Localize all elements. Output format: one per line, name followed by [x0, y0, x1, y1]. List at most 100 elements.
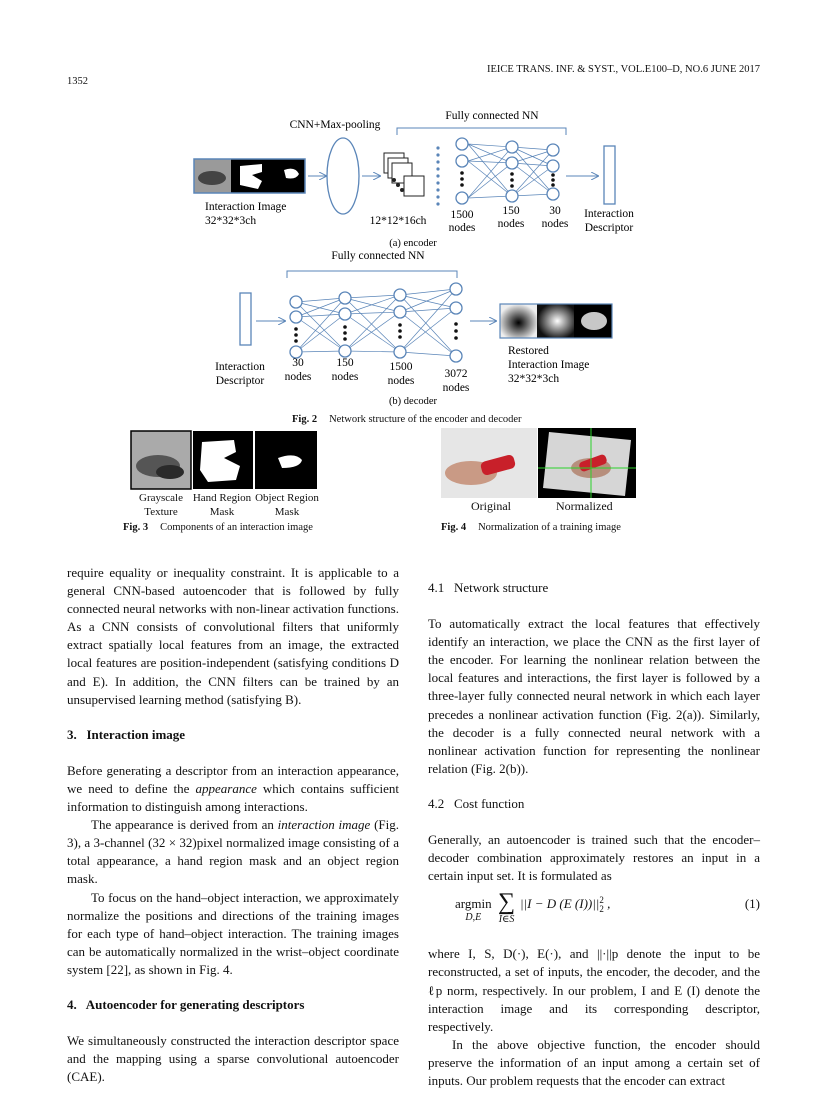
eq-sum-sub: I∈S	[498, 914, 515, 926]
fig4-caption: Fig. 4 Normalization of a training image	[441, 522, 621, 533]
eq-sup: 2	[599, 895, 604, 906]
left-para-2: Before generating a descriptor from an i…	[67, 762, 399, 816]
enc-layer3-unit: nodes	[542, 218, 569, 230]
encoder-fc-bracket	[396, 127, 567, 135]
enc-output-label-1: Interaction	[584, 208, 634, 220]
dec-output-label-2: Interaction Image	[508, 359, 589, 371]
left-para-3a: The appearance is derived from an	[91, 817, 278, 833]
fig2-caption-text: Network structure of the encoder and dec…	[329, 414, 522, 425]
fig3-label-grayscale: Grayscale Texture	[129, 491, 193, 519]
encoder-sublabel: (a) encoder	[389, 238, 437, 249]
subsection-4-2-heading: 4.2 Cost function	[428, 795, 525, 811]
fig4-label-original: Original	[471, 499, 511, 513]
encoder-input-label: Interaction Image	[205, 201, 286, 213]
dec-layer1-count: 30	[292, 357, 304, 369]
encoder-output-descriptor	[603, 145, 616, 205]
fig3-label-hand-2: Mask	[209, 506, 235, 518]
fig3-label-hand: Hand Region Mask	[189, 491, 255, 519]
fig4-caption-text: Normalization of a training image	[478, 522, 621, 533]
eq-sum: ∑ I∈S	[498, 889, 516, 926]
eq-argmin-text: argmin	[455, 896, 492, 912]
left-para-2b: which contains sufficient information to…	[67, 780, 399, 815]
enc-output-label-2: Descriptor	[585, 222, 634, 234]
right-para-3: where I, S, D(·), E(·), and ||·||p denot…	[428, 946, 760, 1034]
dec-input-label-1: Interaction	[215, 361, 265, 373]
decoder-nodes	[289, 282, 463, 363]
enc-layer1-unit: nodes	[449, 222, 476, 234]
restored-image	[499, 303, 613, 339]
fig3-caption: Fig. 3 Components of an interaction image	[123, 522, 313, 533]
dec-input-label-2: Descriptor	[216, 375, 265, 387]
fig2-caption: Fig. 2 Network structure of the encoder a…	[292, 414, 522, 425]
decoder-input-descriptor	[239, 292, 252, 346]
dec-layer3-count: 1500	[390, 361, 413, 373]
encoder-input-image	[193, 158, 306, 194]
left-para-2a: Before generating a descriptor from an i…	[67, 762, 399, 796]
dec-layer3-unit: nodes	[388, 375, 415, 387]
enc-layer2-unit: nodes	[498, 218, 525, 230]
dec-layer4-count: 3072	[445, 368, 468, 380]
enc-layer3-count: 30	[549, 205, 561, 217]
left-para-5: We simultaneously constructed the intera…	[67, 1033, 399, 1085]
page-number: 1352	[67, 76, 88, 87]
eq-number: (1)	[744, 896, 760, 912]
dec-layer1-unit: nodes	[285, 371, 312, 383]
encoder-connections	[467, 143, 554, 199]
eq-tail: ,	[603, 896, 611, 912]
enc-layer2-count: 150	[502, 205, 520, 217]
section-4-heading: 4. Autoencoder for generating descriptor…	[67, 996, 305, 1012]
right-column: 4.1 Network structure To automatically e…	[428, 579, 760, 1090]
encoder-nodes	[455, 137, 560, 205]
figure-2-network-diagram: CNN+Max-pooling Fully connected NN	[193, 110, 634, 407]
left-para-1: require equality or inequality constrain…	[67, 565, 399, 707]
section-3-heading: 3. Interaction image	[67, 726, 186, 742]
right-para-2: Generally, an autoencoder is trained suc…	[428, 832, 760, 884]
encoder-input-size: 32*32*3ch	[205, 215, 256, 227]
decoder-fc-bracket	[286, 270, 458, 278]
left-para-3-em: interaction image	[277, 817, 371, 833]
left-para-2-em: appearance	[195, 780, 257, 796]
right-para-4: In the above objective function, the enc…	[428, 1036, 760, 1088]
fig3-label-hand-1: Hand Region	[192, 492, 252, 504]
fig3-caption-label: Fig. 3	[123, 522, 149, 533]
fig3-caption-text: Components of an interaction image	[160, 522, 313, 533]
dec-output-label-1: Restored	[508, 345, 549, 357]
fig3-label-object: Object Region Mask	[252, 491, 322, 519]
decoder-connections	[295, 288, 457, 357]
eq-argmin-sub: D,E	[465, 912, 482, 924]
decoder-sublabel: (b) decoder	[389, 396, 438, 407]
fig4-caption-label: Fig. 4	[441, 522, 467, 533]
feature-size-label: 12*12*16ch	[370, 215, 427, 227]
dec-layer4-unit: nodes	[443, 382, 470, 394]
enc-layer1-count: 1500	[451, 209, 474, 221]
right-para-1: To automatically extract the local featu…	[428, 616, 760, 776]
cnn-label: CNN+Max-pooling	[290, 119, 381, 131]
left-para-3: The appearance is derived from an intera…	[67, 816, 399, 888]
fig3-label-grayscale-1: Grayscale	[139, 492, 183, 504]
fig3-label-object-2: Mask	[274, 506, 300, 518]
figure-4-normalization	[441, 428, 636, 498]
fig4-label-normalized: Normalized	[556, 499, 613, 513]
journal-header: IEICE TRANS. INF. & SYST., VOL.E100–D, N…	[486, 64, 760, 75]
decoder-fc-label: Fully connected NN	[331, 250, 425, 262]
fig2-caption-label: Fig. 2	[292, 414, 318, 425]
fig3-label-grayscale-2: Texture	[144, 506, 178, 518]
cnn-ellipse	[326, 137, 360, 215]
eq-subsc: 2	[599, 904, 604, 915]
dec-layer2-unit: nodes	[332, 371, 359, 383]
left-column: require equality or inequality constrain…	[67, 564, 399, 1086]
flatten-dots	[436, 146, 440, 206]
dec-layer2-count: 150	[336, 357, 354, 369]
left-para-4: To focus on the hand–object interaction,…	[67, 889, 399, 977]
left-para-3b: (Fig. 3), a 3-channel (32 × 32)pixel nor…	[67, 817, 400, 887]
eq-argmin: argmin D,E	[455, 895, 492, 923]
eq-body-text: ||I − D (E (I))||	[520, 896, 600, 912]
subsection-4-1-heading: 4.1 Network structure	[428, 580, 549, 595]
dec-output-size: 32*32*3ch	[508, 373, 559, 385]
figure-3-components	[130, 430, 317, 490]
fig3-label-object-1: Object Region	[255, 492, 319, 504]
feature-maps	[383, 152, 425, 197]
encoder-fc-label: Fully connected NN	[445, 110, 539, 122]
